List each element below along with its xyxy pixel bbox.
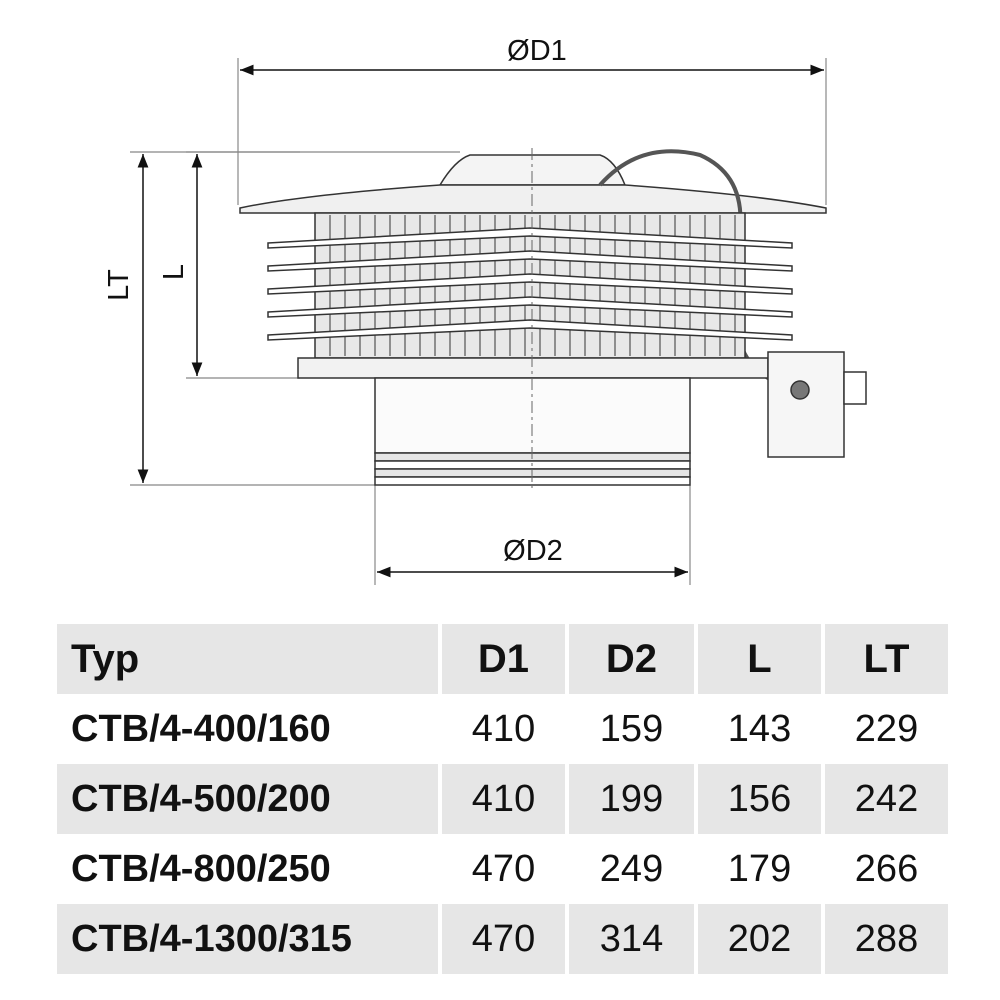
- table-row: CTB/4-400/160 410 159 143 229: [57, 694, 952, 764]
- cell-gap: [438, 834, 442, 904]
- cell-lt: 242: [825, 764, 948, 834]
- cell-d1: 470: [471, 847, 536, 890]
- table-row: CTB/4-500/200 410 199 156 242: [57, 764, 952, 834]
- cell-l: 143: [727, 707, 792, 750]
- cell-lt: 288: [825, 904, 948, 974]
- cell-gap: [438, 624, 442, 694]
- d2-dimension: ØD2: [374, 485, 691, 585]
- cell-gap: [694, 834, 698, 904]
- cell-l: 202: [698, 904, 821, 974]
- cell-d1: 410: [442, 764, 565, 834]
- lt-dimension: LT: [103, 151, 460, 486]
- fan-illustration: [239, 149, 867, 486]
- header-d1: D1: [442, 624, 565, 694]
- l-label: L: [158, 264, 190, 280]
- cell-lt: 266: [854, 847, 919, 890]
- table-header-row: Typ D1 D2 L LT: [57, 624, 952, 694]
- header-lt: LT: [825, 624, 948, 694]
- header-d2: D2: [569, 624, 694, 694]
- cell-gap: [438, 904, 442, 974]
- header-typ: Typ: [57, 624, 438, 694]
- cell-gap: [694, 764, 698, 834]
- cell-l: 179: [727, 847, 792, 890]
- cell-typ: CTB/4-400/160: [71, 707, 331, 750]
- cell-d2: 249: [599, 847, 664, 890]
- d1-label: ØD1: [507, 35, 567, 67]
- cell-gap: [565, 834, 569, 904]
- d2-label: ØD2: [503, 535, 563, 567]
- cell-d1: 470: [442, 904, 565, 974]
- cell-d2: 314: [569, 904, 694, 974]
- cell-gap: [821, 904, 825, 974]
- cell-gap: [694, 904, 698, 974]
- cell-gap: [694, 694, 698, 764]
- cell-gap: [438, 694, 442, 764]
- cell-gap: [565, 624, 569, 694]
- cell-gap: [565, 904, 569, 974]
- cell-gap: [438, 764, 442, 834]
- cell-l: 156: [698, 764, 821, 834]
- cell-d2: 159: [599, 707, 664, 750]
- l-dimension: L: [158, 151, 300, 379]
- header-l: L: [698, 624, 821, 694]
- spec-table: Typ D1 D2 L LT CTB/4-400/160 410 159 143…: [57, 624, 952, 974]
- table-row: CTB/4-800/250 470 249 179 266: [57, 834, 952, 904]
- lt-label: LT: [103, 269, 135, 301]
- cell-d2: 199: [569, 764, 694, 834]
- d1-dimension: ØD1: [237, 35, 827, 205]
- cell-gap: [821, 694, 825, 764]
- cell-typ: CTB/4-500/200: [57, 764, 438, 834]
- cell-d1: 410: [471, 707, 536, 750]
- technical-drawing: ØD1 ØD2 LT L: [103, 35, 867, 585]
- cell-typ: CTB/4-800/250: [71, 847, 331, 890]
- cell-gap: [821, 764, 825, 834]
- cell-typ: CTB/4-1300/315: [57, 904, 438, 974]
- table-row: CTB/4-1300/315 470 314 202 288: [57, 904, 952, 974]
- cell-gap: [565, 764, 569, 834]
- cell-gap: [821, 834, 825, 904]
- cell-gap: [694, 624, 698, 694]
- cell-gap: [821, 624, 825, 694]
- cell-gap: [565, 694, 569, 764]
- cell-lt: 229: [854, 707, 919, 750]
